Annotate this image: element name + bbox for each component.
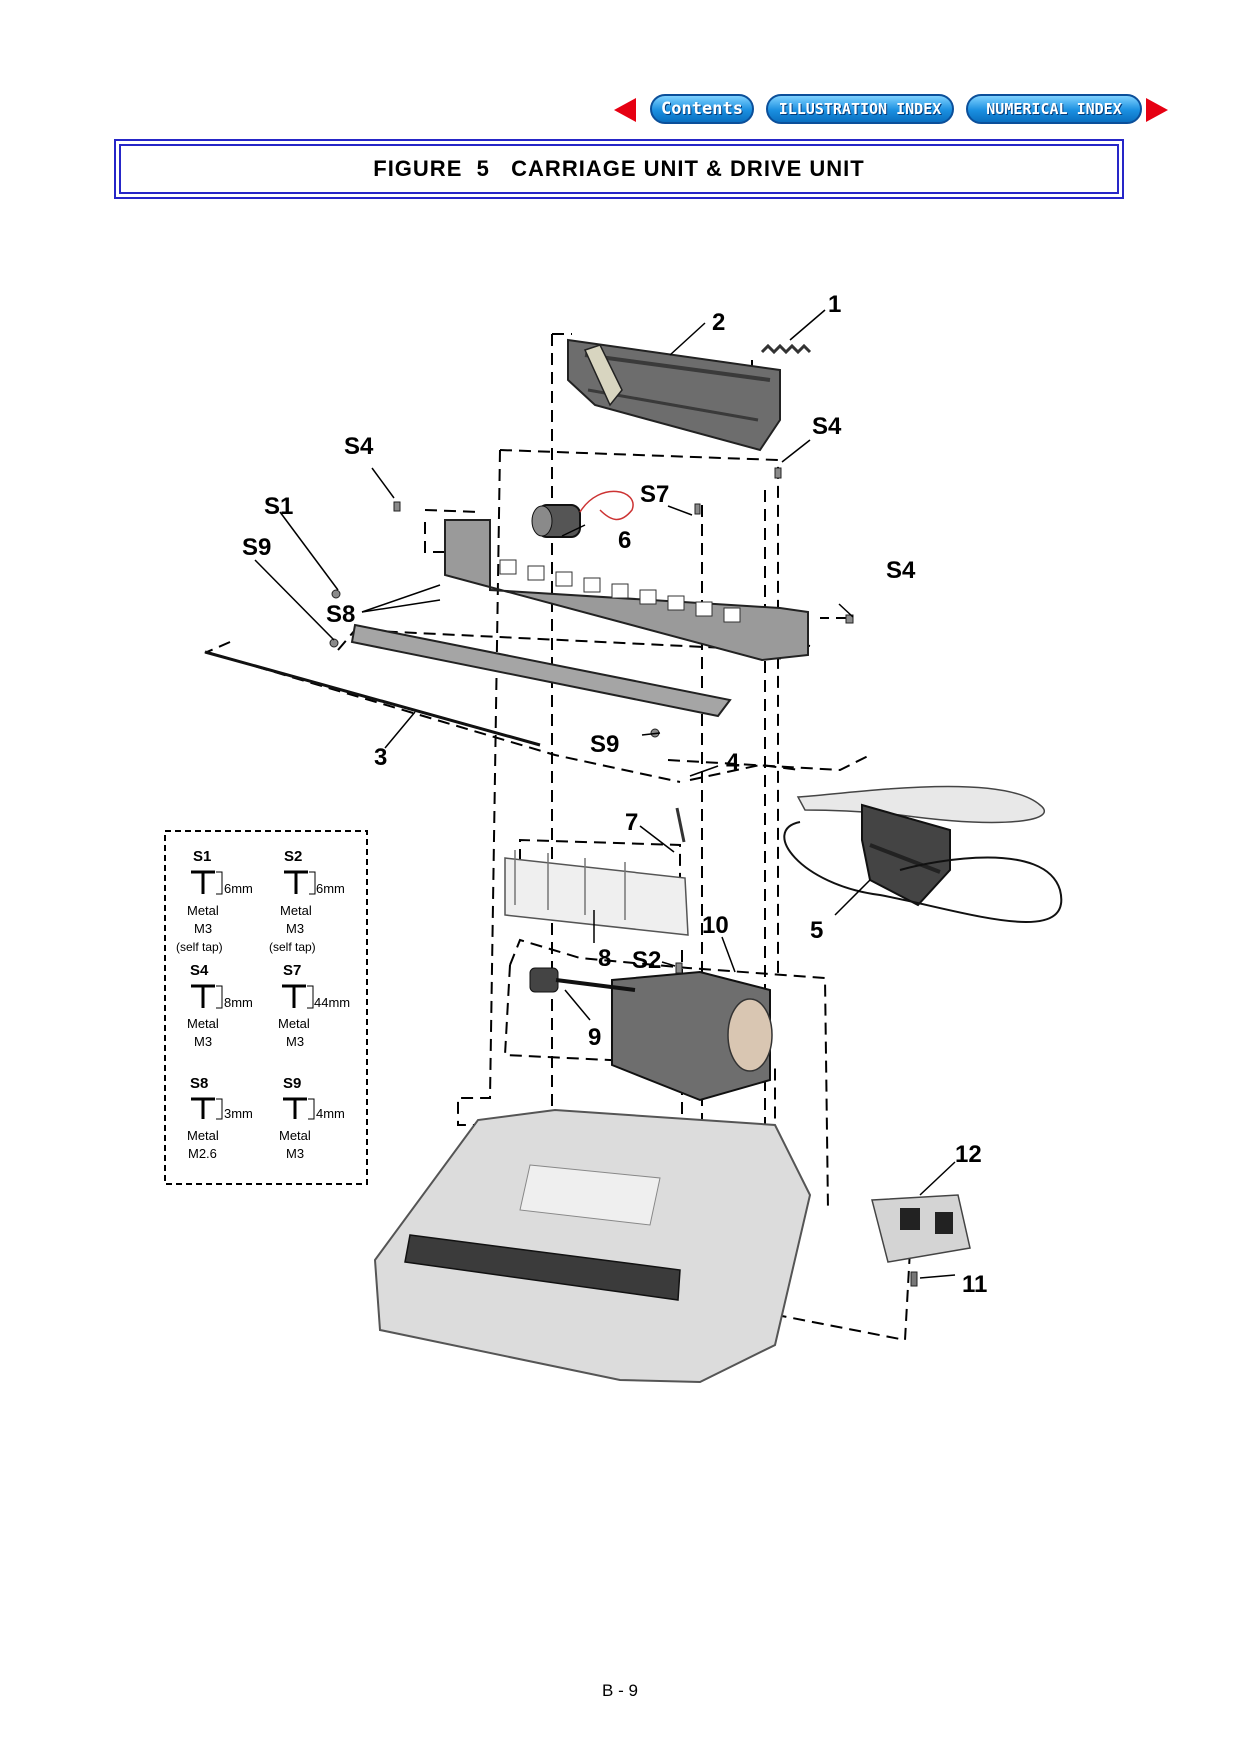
callout-12: 12 [955, 1141, 982, 1168]
page-number: B - 9 [602, 1681, 638, 1700]
callout-2: 2 [712, 309, 725, 336]
svg-text:8mm: 8mm [224, 995, 253, 1010]
callout-s9-lower: S9 [590, 731, 619, 758]
svg-text:M3: M3 [286, 1034, 304, 1049]
svg-text:Metal: Metal [187, 1128, 219, 1143]
part-8-bracket [504, 850, 689, 936]
svg-text:Metal: Metal [187, 903, 219, 918]
callout-10: 10 [702, 912, 729, 939]
svg-text:S7: S7 [283, 962, 301, 979]
illustration-index-button[interactable]: ILLUSTRATION INDEX [766, 94, 954, 124]
part-2-carriage-cover [567, 338, 781, 452]
s4-screw-right [845, 614, 854, 624]
part-7-small-spring [675, 807, 686, 843]
s4-screw-left [393, 501, 401, 512]
screw-legend: S1 6mm Metal M3 (self tap) S2 6mm Metal … [164, 830, 368, 1185]
callout-4: 4 [726, 749, 740, 776]
legend-s9: S9 4mm Metal M3 [279, 1075, 345, 1161]
carriage-guide-rail [350, 623, 732, 718]
s9-screw-left [329, 638, 339, 648]
svg-text:Metal: Metal [278, 1016, 310, 1031]
callout-5: 5 [810, 917, 823, 944]
svg-text:6mm: 6mm [224, 881, 253, 896]
callout-11: 11 [962, 1271, 987, 1298]
part-10-drive-unit [611, 970, 773, 1102]
printer-base-frame [373, 1108, 812, 1384]
contents-button[interactable]: Contents [650, 94, 754, 124]
carriage-frame-chassis [444, 519, 809, 662]
part-11-screw [910, 1271, 918, 1287]
svg-text:S8: S8 [190, 1075, 208, 1092]
figure-title: FIGURE 5 CARRIAGE UNIT & DRIVE UNIT [119, 144, 1119, 194]
part-5-carriage-unit [783, 785, 1063, 923]
callout-1: 1 [828, 291, 841, 318]
svg-text:6mm: 6mm [316, 881, 345, 896]
callout-3: 3 [374, 744, 387, 771]
screw-legend-frame [164, 830, 368, 1185]
part-6-motor [531, 490, 634, 538]
callout-s4-right: S4 [886, 557, 916, 584]
svg-text:Metal: Metal [187, 1016, 219, 1031]
s7-screw [694, 503, 701, 515]
svg-text:S1: S1 [193, 848, 211, 865]
svg-text:(self tap): (self tap) [176, 940, 223, 954]
part-12-pump-unit [871, 1194, 971, 1263]
s1-screw [331, 589, 341, 599]
part-3-carriage-shaft [204, 650, 541, 747]
svg-text:Metal: Metal [280, 903, 312, 918]
callout-s8: S8 [326, 601, 355, 628]
svg-text:S9: S9 [283, 1075, 301, 1092]
legend-s4: S4 8mm Metal M3 [187, 962, 253, 1049]
previous-page-icon[interactable] [614, 98, 636, 122]
callout-s4-left: S4 [344, 433, 374, 460]
svg-text:4mm: 4mm [316, 1106, 345, 1121]
navigation-bar: Contents ILLUSTRATION INDEX NUMERICAL IN… [614, 92, 1170, 128]
svg-text:M2.6: M2.6 [188, 1146, 217, 1161]
callout-7: 7 [625, 809, 638, 836]
callout-labels: 1 2 3 4 5 6 7 8 9 10 11 12 S4 S4 S4 S1 S… [242, 291, 987, 1298]
callout-leader-lines [254, 309, 956, 1279]
svg-text:M3: M3 [194, 1034, 212, 1049]
svg-text:S2: S2 [284, 848, 302, 865]
svg-text:S4: S4 [190, 962, 209, 979]
callout-s4-top-right: S4 [812, 413, 842, 440]
s4-screw-top-right [774, 467, 782, 479]
callout-9: 9 [588, 1024, 601, 1051]
figure-title-box: FIGURE 5 CARRIAGE UNIT & DRIVE UNIT [114, 139, 1124, 199]
part-9-feed-gear [529, 967, 636, 993]
legend-s2: S2 6mm Metal M3 (self tap) [269, 848, 345, 954]
svg-text:Metal: Metal [279, 1128, 311, 1143]
svg-text:3mm: 3mm [224, 1106, 253, 1121]
svg-text:44mm: 44mm [314, 995, 350, 1010]
callout-s9-left: S9 [242, 534, 271, 561]
callout-s2: S2 [632, 947, 661, 974]
svg-text:M3: M3 [286, 1146, 304, 1161]
s2-screw [675, 962, 683, 974]
callout-s1: S1 [264, 493, 293, 520]
callout-8: 8 [598, 945, 611, 972]
legend-s8: S8 3mm Metal M2.6 [187, 1075, 253, 1161]
legend-s7: S7 44mm Metal M3 [278, 962, 350, 1049]
callout-s7: S7 [640, 481, 669, 508]
legend-s1: S1 6mm Metal M3 (self tap) [176, 848, 253, 954]
svg-text:M3: M3 [194, 921, 212, 936]
svg-text:(self tap): (self tap) [269, 940, 316, 954]
numerical-index-button[interactable]: NUMERICAL INDEX [966, 94, 1142, 124]
callout-6: 6 [618, 527, 631, 554]
next-page-icon[interactable] [1146, 98, 1168, 122]
svg-text:M3: M3 [286, 921, 304, 936]
part-1-spring [760, 343, 812, 355]
